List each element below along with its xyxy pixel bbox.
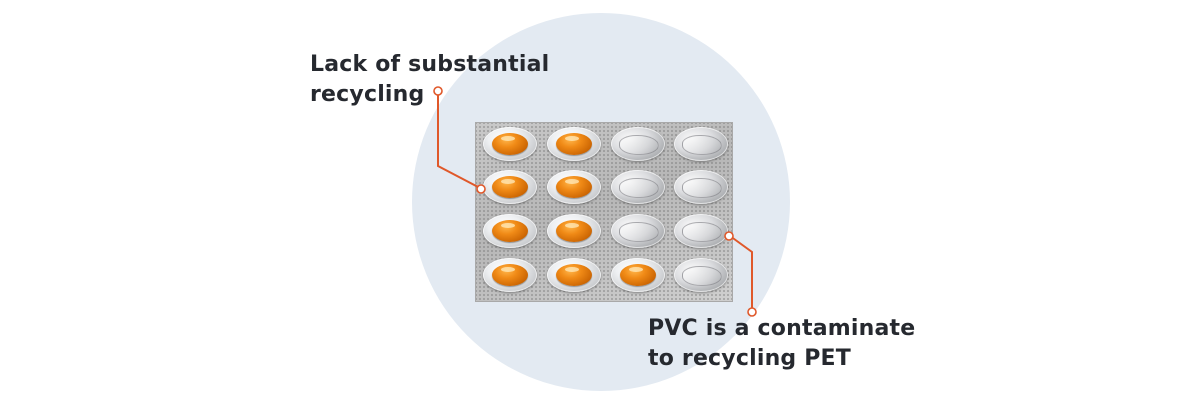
- filled-blister-cell: [547, 170, 601, 204]
- orange-pill: [492, 220, 528, 242]
- callout-label-pvc-line1: PVC is a contaminate: [648, 316, 916, 341]
- orange-pill: [492, 264, 528, 286]
- blister-pack-image: [475, 122, 733, 302]
- empty-blister-cell: [611, 127, 665, 161]
- callout-dot-bottom-start: [724, 231, 734, 241]
- callout-label-pvc: PVC is a contaminate to recycling PET: [648, 314, 915, 374]
- empty-blister-cell: [674, 258, 728, 292]
- callout-label-recycling-line2: recycling: [310, 82, 425, 107]
- empty-blister-cell: [674, 127, 728, 161]
- callout-dot-top-end: [476, 184, 486, 194]
- callout-label-recycling-line1: Lack of substantial: [310, 52, 550, 77]
- filled-blister-cell: [547, 258, 601, 292]
- orange-pill: [492, 176, 528, 198]
- orange-pill: [556, 133, 592, 155]
- callout-dot-bottom-end: [747, 307, 757, 317]
- orange-pill: [556, 176, 592, 198]
- filled-blister-cell: [547, 127, 601, 161]
- filled-blister-cell: [483, 127, 537, 161]
- empty-blister-cell: [611, 170, 665, 204]
- filled-blister-cell: [611, 258, 665, 292]
- orange-pill: [620, 264, 656, 286]
- callout-label-pvc-line2: to recycling PET: [648, 346, 851, 371]
- filled-blister-cell: [483, 258, 537, 292]
- filled-blister-cell: [483, 214, 537, 248]
- orange-pill: [556, 264, 592, 286]
- filled-blister-cell: [547, 214, 601, 248]
- orange-pill: [492, 133, 528, 155]
- callout-line-bottom: [729, 235, 753, 310]
- filled-blister-cell: [483, 170, 537, 204]
- callout-label-recycling: Lack of substantial recycling: [310, 50, 549, 110]
- empty-blister-cell: [611, 214, 665, 248]
- orange-pill: [556, 220, 592, 242]
- callout-dot-top-start: [433, 86, 443, 96]
- empty-blister-cell: [674, 170, 728, 204]
- empty-blister-cell: [674, 214, 728, 248]
- callout-line-top: [437, 94, 481, 189]
